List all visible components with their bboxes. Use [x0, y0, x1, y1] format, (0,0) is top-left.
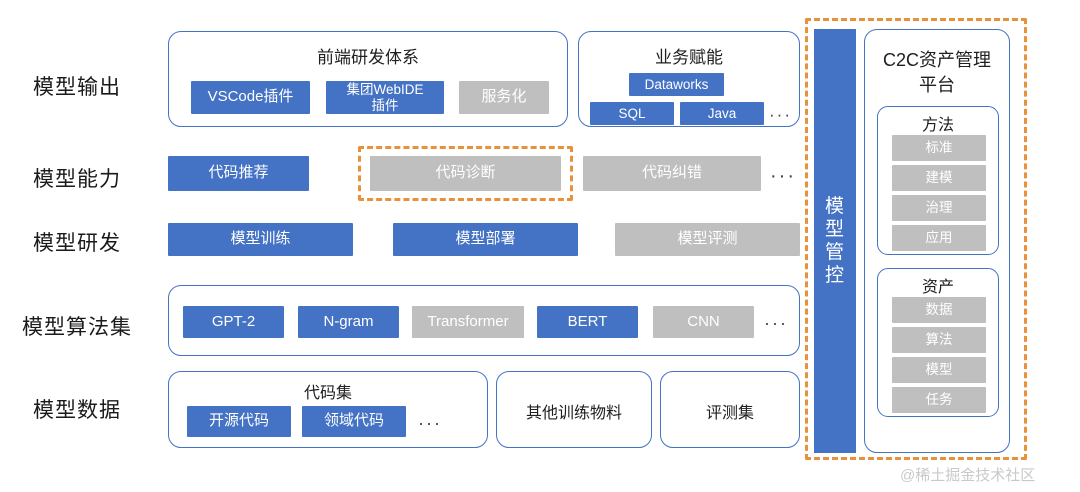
chip-model-deployment[interactable]: 模型部署	[393, 223, 578, 256]
chip-algorithm[interactable]: 算法	[892, 327, 986, 353]
chip-group-webide-plugin[interactable]: 集团WebIDE 插件	[326, 81, 444, 114]
business-enablement-group[interactable]: 业务赋能 Dataworks SQL Java ···	[578, 31, 800, 127]
code-set-group[interactable]: 代码集 开源代码 领域代码 ···	[168, 371, 488, 448]
chip-gpt-2[interactable]: GPT-2	[183, 306, 284, 338]
governance-platform-highlight	[805, 18, 1027, 460]
model-capability-more-ellipsis: ···	[770, 165, 796, 187]
other-training-materials-title: 其他训练物料	[525, 405, 622, 422]
evaluation-set-title: 评测集	[705, 405, 754, 422]
c2c-asset-platform-group[interactable]: C2C资产管理 平台 方法 标准 建模 治理 应用 资产 数据 算法 模型 任务	[864, 29, 1010, 453]
chip-open-source-code[interactable]: 开源代码	[187, 406, 291, 437]
chip-dataworks[interactable]: Dataworks	[629, 73, 724, 96]
frontend-system-title: 前端研发体系	[317, 48, 419, 67]
chip-code-diagnosis[interactable]: 代码诊断	[370, 156, 561, 191]
chip-servitization[interactable]: 服务化	[459, 81, 549, 114]
row-label-model-rnd: 模型研发	[33, 232, 121, 255]
row-label-model-output: 模型输出	[33, 76, 121, 99]
chip-model-evaluation[interactable]: 模型评测	[615, 223, 800, 256]
c2c-asset-platform-title-line1: C2C资产管理	[882, 50, 991, 70]
chip-data[interactable]: 数据	[892, 297, 986, 323]
chip-model-training[interactable]: 模型训练	[168, 223, 353, 256]
chip-n-gram[interactable]: N-gram	[298, 306, 399, 338]
model-algorithm-more-ellipsis: ···	[764, 313, 788, 333]
business-enablement-more-ellipsis: ···	[769, 105, 792, 124]
chip-task[interactable]: 任务	[892, 387, 986, 413]
chip-application[interactable]: 应用	[892, 225, 986, 251]
business-enablement-title: 业务赋能	[655, 48, 723, 67]
c2c-asset-platform-title-line2: 平台	[919, 75, 955, 95]
evaluation-set-group[interactable]: 评测集	[660, 371, 800, 448]
chip-governance[interactable]: 治理	[892, 195, 986, 221]
chip-standard[interactable]: 标准	[892, 135, 986, 161]
chip-transformer[interactable]: Transformer	[412, 306, 524, 338]
asset-group-title: 资产	[921, 279, 954, 296]
model-governance-char-1: 模	[824, 195, 845, 217]
code-set-more-ellipsis: ···	[418, 413, 442, 433]
method-group-title: 方法	[921, 117, 954, 134]
chip-model[interactable]: 模型	[892, 357, 986, 383]
chip-domain-code[interactable]: 领域代码	[302, 406, 406, 437]
code-diagnosis-highlight	[358, 146, 573, 201]
chip-code-recommendation[interactable]: 代码推荐	[168, 156, 309, 191]
chip-bert[interactable]: BERT	[537, 306, 638, 338]
code-set-title: 代码集	[303, 385, 352, 402]
chip-modeling[interactable]: 建模	[892, 165, 986, 191]
method-group[interactable]: 方法 标准 建模 治理 应用	[877, 106, 999, 255]
row-label-model-algorithms: 模型算法集	[22, 316, 132, 339]
asset-group[interactable]: 资产 数据 算法 模型 任务	[877, 268, 999, 417]
other-training-materials-group[interactable]: 其他训练物料	[496, 371, 652, 448]
model-governance-char-4: 控	[824, 265, 845, 287]
chip-sql[interactable]: SQL	[590, 102, 674, 125]
chip-java[interactable]: Java	[680, 102, 764, 125]
row-label-model-capability: 模型能力	[33, 168, 121, 191]
watermark: @稀土掘金技术社区	[900, 467, 1036, 484]
row-label-model-data: 模型数据	[33, 399, 121, 422]
model-governance-bar[interactable]: 模 型 管 控	[814, 29, 856, 453]
chip-code-correction[interactable]: 代码纠错	[583, 156, 761, 191]
chip-vscode-plugin[interactable]: VSCode插件	[191, 81, 310, 114]
model-governance-char-2: 型	[824, 218, 845, 240]
model-governance-char-3: 管	[824, 242, 845, 263]
model-algorithm-set-group[interactable]: GPT-2 N-gram Transformer BERT CNN ···	[168, 285, 800, 356]
frontend-system-group[interactable]: 前端研发体系 VSCode插件 集团WebIDE 插件 服务化	[168, 31, 568, 127]
chip-cnn[interactable]: CNN	[653, 306, 754, 338]
